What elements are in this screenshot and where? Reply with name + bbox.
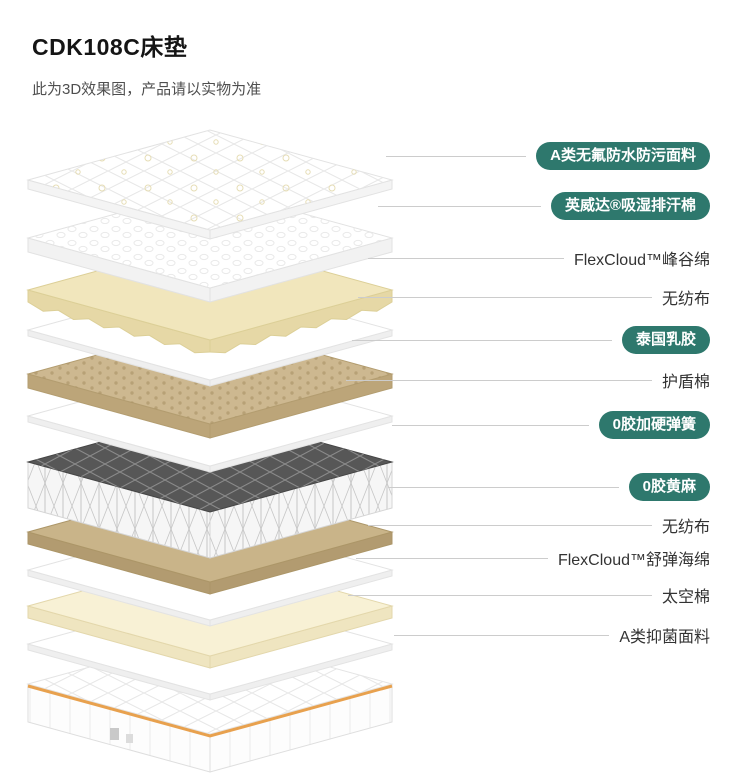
connector-line: [346, 379, 652, 381]
label-row-1: A类无氟防水防污面料: [386, 141, 710, 171]
layer-label: 护盾棉: [661, 374, 710, 391]
connector-line: [392, 424, 589, 426]
page-title: CDK108C床垫: [32, 34, 188, 60]
label-row-4: 无纺布: [358, 282, 710, 312]
layer-label-badge: 英威达®吸湿排汗棉: [550, 191, 710, 221]
label-row-11: 太空棉: [348, 580, 710, 610]
layer-label: FlexCloud™峰谷绵: [573, 252, 710, 269]
layer-label: 太空棉: [661, 589, 710, 606]
label-row-9: 无纺布: [368, 510, 710, 540]
connector-line: [348, 594, 652, 596]
label-row-12: A类抑菌面料: [394, 620, 710, 650]
connector-line: [356, 557, 548, 559]
layer-label: FlexCloud™舒弹海绵: [557, 552, 710, 569]
connector-line: [368, 524, 652, 526]
connector-line: [394, 634, 610, 636]
label-row-8: 0胶黄麻: [388, 472, 710, 502]
label-row-6: 护盾棉: [346, 365, 710, 395]
label-row-7: 0胶加硬弹簧: [392, 410, 710, 440]
page-subtitle: 此为3D效果图，产品请以实物为准: [32, 81, 262, 98]
page-header: CDK108C床垫 此为3D效果图，产品请以实物为准: [32, 28, 261, 99]
diagram-layer-1-quilt-top: [26, 129, 394, 240]
label-row-5: 泰国乳胶: [352, 325, 710, 355]
connector-line: [386, 155, 527, 157]
connector-line: [388, 486, 619, 488]
label-row-10: FlexCloud™舒弹海绵: [356, 543, 710, 573]
connector-line: [352, 339, 612, 341]
layer-label: 无纺布: [661, 291, 710, 308]
layer-label-badge: 0胶加硬弹簧: [598, 410, 710, 440]
connector-line: [368, 257, 564, 259]
layer-label: A类抑菌面料: [619, 629, 710, 646]
connector-line: [378, 205, 541, 207]
layer-label-badge: 0胶黄麻: [628, 472, 710, 502]
label-row-3: FlexCloud™峰谷绵: [368, 243, 710, 273]
layer-label: 无纺布: [661, 519, 710, 536]
label-row-2: 英威达®吸湿排汗棉: [378, 191, 710, 221]
layer-label-badge: 泰国乳胶: [621, 325, 710, 355]
connector-line: [358, 296, 652, 298]
layer-label-badge: A类无氟防水防污面料: [536, 141, 710, 171]
